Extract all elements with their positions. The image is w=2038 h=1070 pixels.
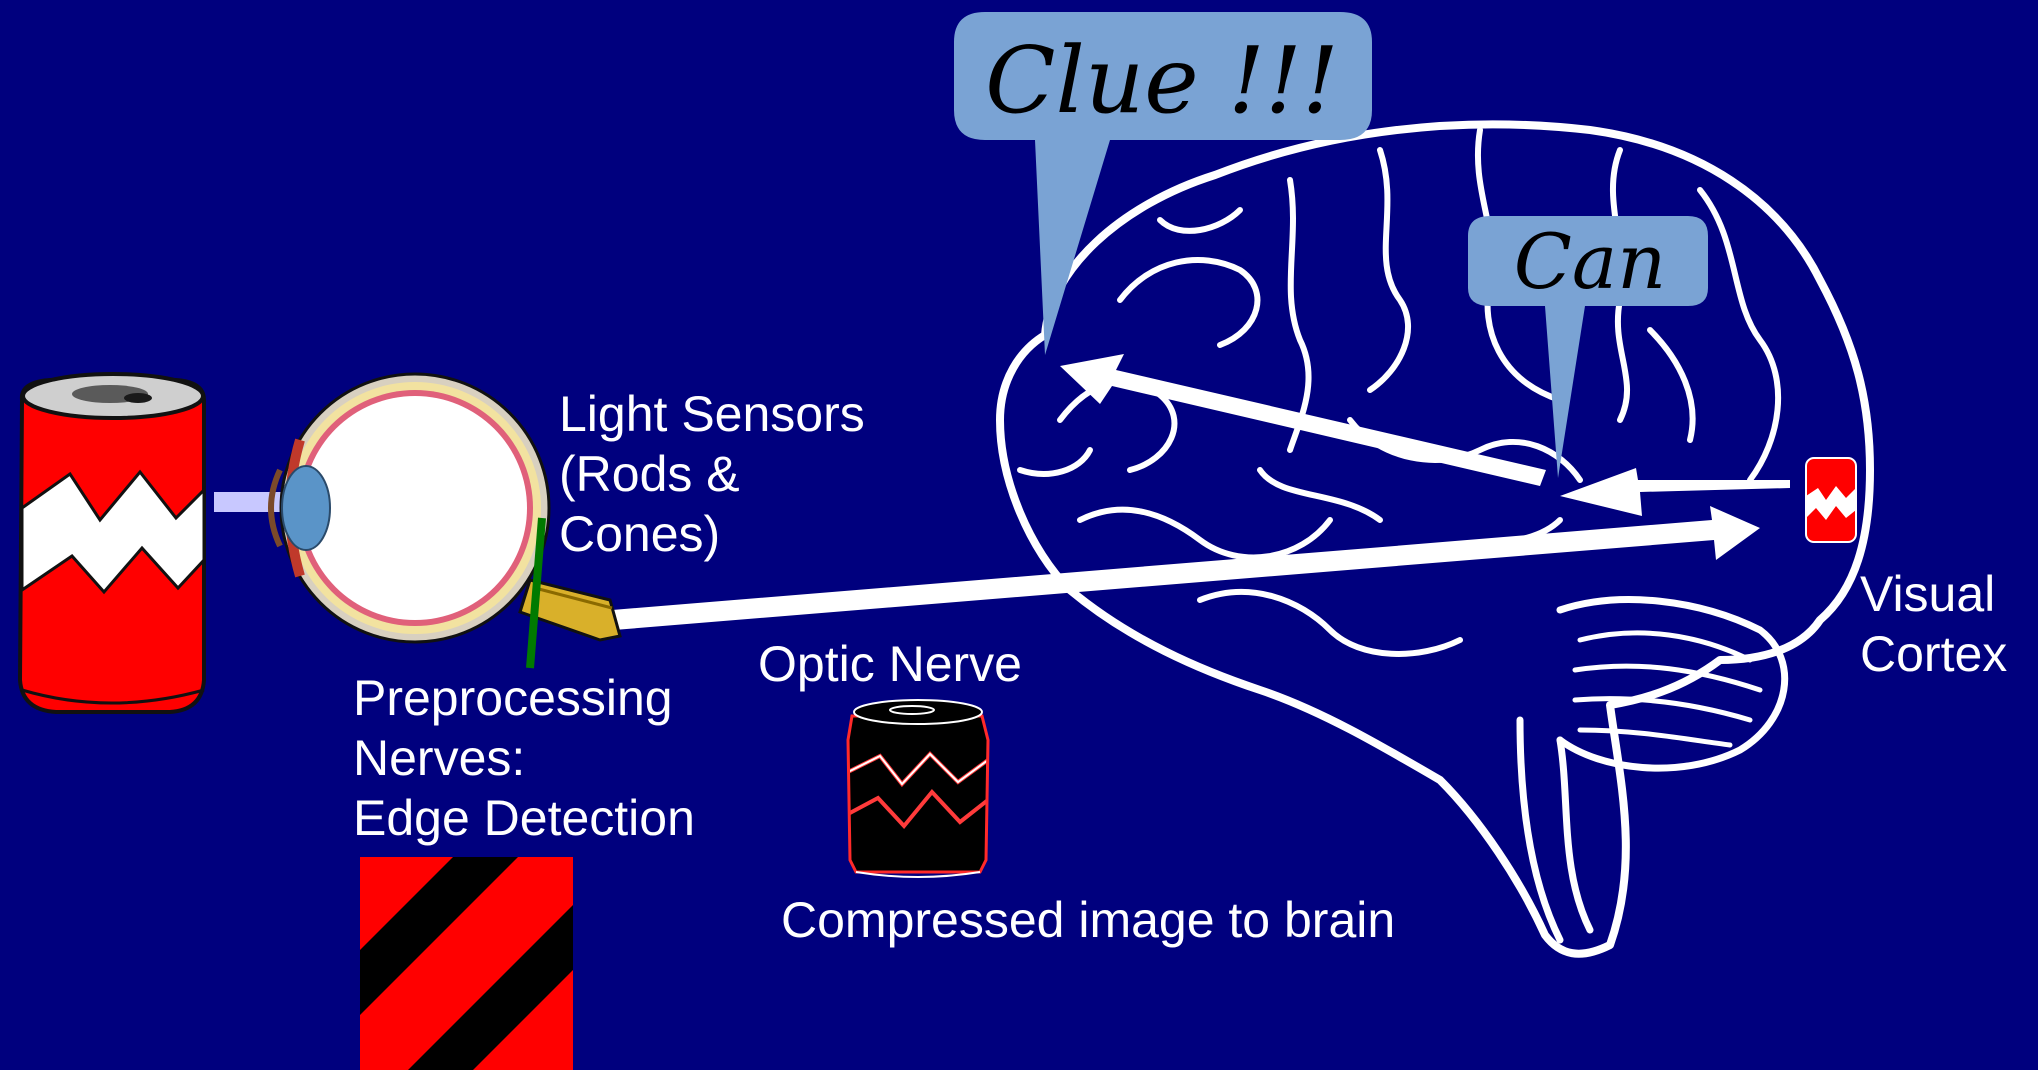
can-bubble-text: Can: [1514, 217, 1666, 306]
light-sensors-line-3: Cones): [559, 504, 865, 564]
brain-fold: [1290, 180, 1309, 450]
brain-fold: [1020, 450, 1090, 474]
brain-fold: [1200, 592, 1460, 654]
brain-fold: [1120, 260, 1257, 345]
cortex-can-icon: [1806, 458, 1856, 542]
visual-cortex-line-2: Cortex: [1860, 624, 2007, 684]
brain-fold: [1080, 510, 1330, 558]
clue-bubble: Clue !!!: [954, 12, 1372, 355]
preprocessing-line-1: Preprocessing: [353, 668, 695, 728]
brain-fold: [1370, 150, 1408, 390]
preprocessing-line-2: Nerves:: [353, 728, 695, 788]
cerebellum-fold: [1580, 730, 1730, 745]
brain-fold: [1260, 470, 1380, 520]
compressed-image-label: Compressed image to brain: [781, 890, 1395, 950]
brain-fold: [1650, 330, 1693, 440]
clue-bubble-text: Clue !!!: [985, 27, 1339, 134]
can-bubble: Can: [1468, 216, 1708, 478]
visual-cortex-line-1: Visual: [1860, 564, 2007, 624]
edge-detection-swatch: [360, 857, 573, 1070]
compressed-can-icon: [848, 700, 988, 877]
light-sensors-label: Light Sensors (Rods & Cones): [559, 384, 865, 564]
cerebellum-fold: [1580, 633, 1750, 660]
cerebellum-fold: [1575, 699, 1750, 720]
preprocessing-line-3: Edge Detection: [353, 788, 695, 848]
brain-fold: [1700, 190, 1778, 480]
soda-can-icon: [20, 374, 204, 712]
brain-fold: [1160, 210, 1240, 231]
preprocessing-label: Preprocessing Nerves: Edge Detection: [353, 668, 695, 848]
light-sensors-line-1: Light Sensors: [559, 384, 865, 444]
optic-nerve-label: Optic Nerve: [758, 634, 1022, 694]
light-sensors-line-2: (Rods &: [559, 444, 865, 504]
visual-cortex-label: Visual Cortex: [1860, 564, 2007, 684]
